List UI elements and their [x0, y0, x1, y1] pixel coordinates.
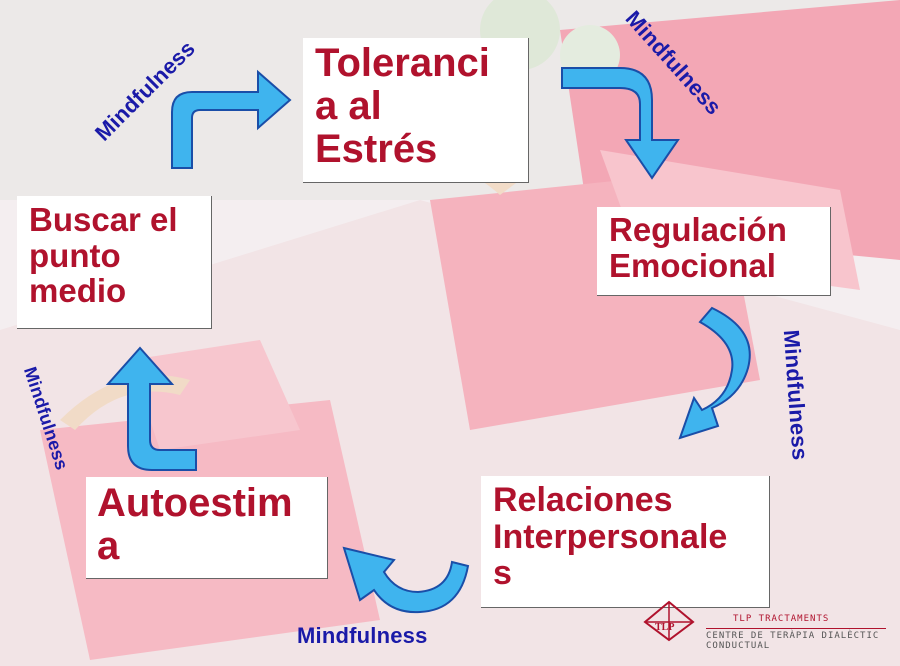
- logo-subtitle: CENTRE DE TERÀPIA DIALÈCTIC CONDUCTUAL: [706, 628, 886, 651]
- tlp-logo-icon: TLP: [643, 600, 695, 642]
- box-regulacion-text: Regulación Emocional: [609, 211, 787, 284]
- mindfulness-label-bottom: Mindfulness: [297, 623, 428, 648]
- box-buscar-text: Buscar el punto medio: [29, 201, 178, 310]
- box-tolerancia-text: Toleranci a al Estrés: [315, 41, 490, 172]
- arrow-top-right: [561, 67, 680, 180]
- arrow-top-left: [171, 69, 292, 169]
- box-autoestima: [86, 477, 328, 579]
- logo-title: TLP TRACTAMENTS: [733, 614, 830, 624]
- box-tolerancia: [303, 38, 529, 183]
- box-regulacion: [597, 207, 831, 296]
- logo-mark-text: TLP: [655, 622, 674, 633]
- arrow-left: [105, 346, 197, 471]
- arrow-right: [678, 306, 751, 440]
- box-buscar: [17, 196, 212, 329]
- arrow-bottom: [342, 546, 470, 614]
- box-autoestima-text: Autoestim a: [97, 481, 293, 569]
- box-relaciones: [481, 476, 770, 608]
- box-relaciones-text: Relaciones Interpersonale s: [493, 481, 728, 593]
